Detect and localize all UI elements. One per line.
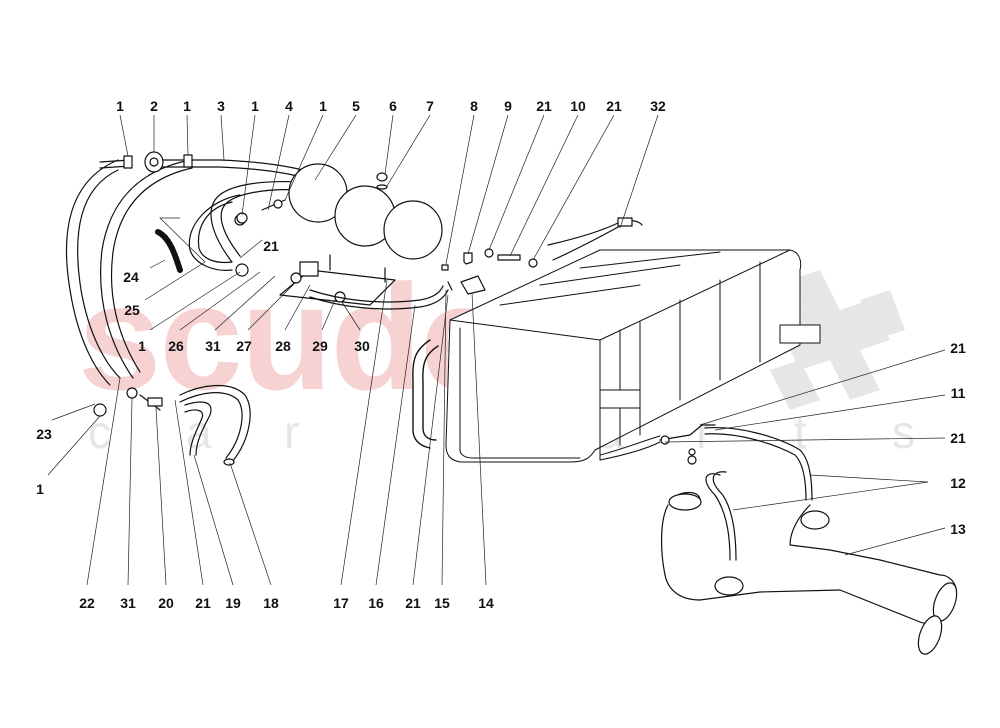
callout-part-9[interactable]: 9 — [504, 98, 512, 114]
callout-part-21[interactable]: 21 — [950, 430, 966, 446]
callout-part-26[interactable]: 26 — [168, 338, 184, 354]
callout-part-3[interactable]: 3 — [217, 98, 225, 114]
callout-part-16[interactable]: 16 — [368, 595, 384, 611]
callout-part-20[interactable]: 20 — [158, 595, 174, 611]
callout-part-1[interactable]: 1 — [116, 98, 124, 114]
callout-part-17[interactable]: 17 — [333, 595, 349, 611]
callout-part-19[interactable]: 19 — [225, 595, 241, 611]
callout-part-31[interactable]: 31 — [205, 338, 221, 354]
nut-6-washer-7 — [376, 172, 388, 190]
callout-part-24[interactable]: 24 — [123, 269, 139, 285]
callout-part-11[interactable]: 11 — [950, 385, 966, 401]
fittings-11-21 — [659, 424, 813, 501]
fuel-tank — [412, 249, 821, 463]
callout-part-14[interactable]: 14 — [478, 595, 494, 611]
corrugated-hose-24 — [155, 229, 183, 273]
callout-part-21[interactable]: 21 — [405, 595, 421, 611]
callout-part-10[interactable]: 10 — [570, 98, 586, 114]
callout-part-25[interactable]: 25 — [124, 302, 140, 318]
callout-part-21[interactable]: 21 — [195, 595, 211, 611]
callout-part-4[interactable]: 4 — [285, 98, 293, 114]
callout-part-21[interactable]: 21 — [263, 238, 279, 254]
callout-part-21[interactable]: 21 — [536, 98, 552, 114]
hose-3 — [99, 151, 323, 186]
callout-part-1[interactable]: 1 — [183, 98, 191, 114]
callout-part-21[interactable]: 21 — [606, 98, 622, 114]
callout-part-31[interactable]: 31 — [120, 595, 136, 611]
exhaust-13 — [660, 471, 958, 655]
callout-part-22[interactable]: 22 — [79, 595, 95, 611]
connector-4 — [236, 199, 286, 224]
callout-part-15[interactable]: 15 — [434, 595, 450, 611]
callout-part-1[interactable]: 1 — [319, 98, 327, 114]
valve-assembly — [441, 248, 538, 295]
callout-part-7[interactable]: 7 — [426, 98, 434, 114]
callout-part-6[interactable]: 6 — [389, 98, 397, 114]
hoses-18-19 — [93, 384, 251, 466]
callout-part-5[interactable]: 5 — [352, 98, 360, 114]
callout-part-27[interactable]: 27 — [236, 338, 252, 354]
callout-part-23[interactable]: 23 — [36, 426, 52, 442]
callout-part-13[interactable]: 13 — [950, 521, 966, 537]
charcoal-canister-5 — [288, 163, 443, 260]
callout-part-1[interactable]: 1 — [138, 338, 146, 354]
callout-part-1[interactable]: 1 — [36, 481, 44, 497]
bracket-plate — [279, 254, 396, 306]
callout-part-1[interactable]: 1 — [251, 98, 259, 114]
sensor-32 — [547, 217, 643, 261]
callout-part-8[interactable]: 8 — [470, 98, 478, 114]
callout-part-29[interactable]: 29 — [312, 338, 328, 354]
leader-lines — [47, 114, 946, 586]
callout-part-18[interactable]: 18 — [263, 595, 279, 611]
callout-part-28[interactable]: 28 — [275, 338, 291, 354]
callout-part-12[interactable]: 12 — [950, 475, 966, 491]
callout-part-32[interactable]: 32 — [650, 98, 666, 114]
callout-part-30[interactable]: 30 — [354, 338, 370, 354]
callout-part-2[interactable]: 2 — [150, 98, 158, 114]
callout-part-21[interactable]: 21 — [950, 340, 966, 356]
vent-hose-22 — [65, 159, 193, 386]
